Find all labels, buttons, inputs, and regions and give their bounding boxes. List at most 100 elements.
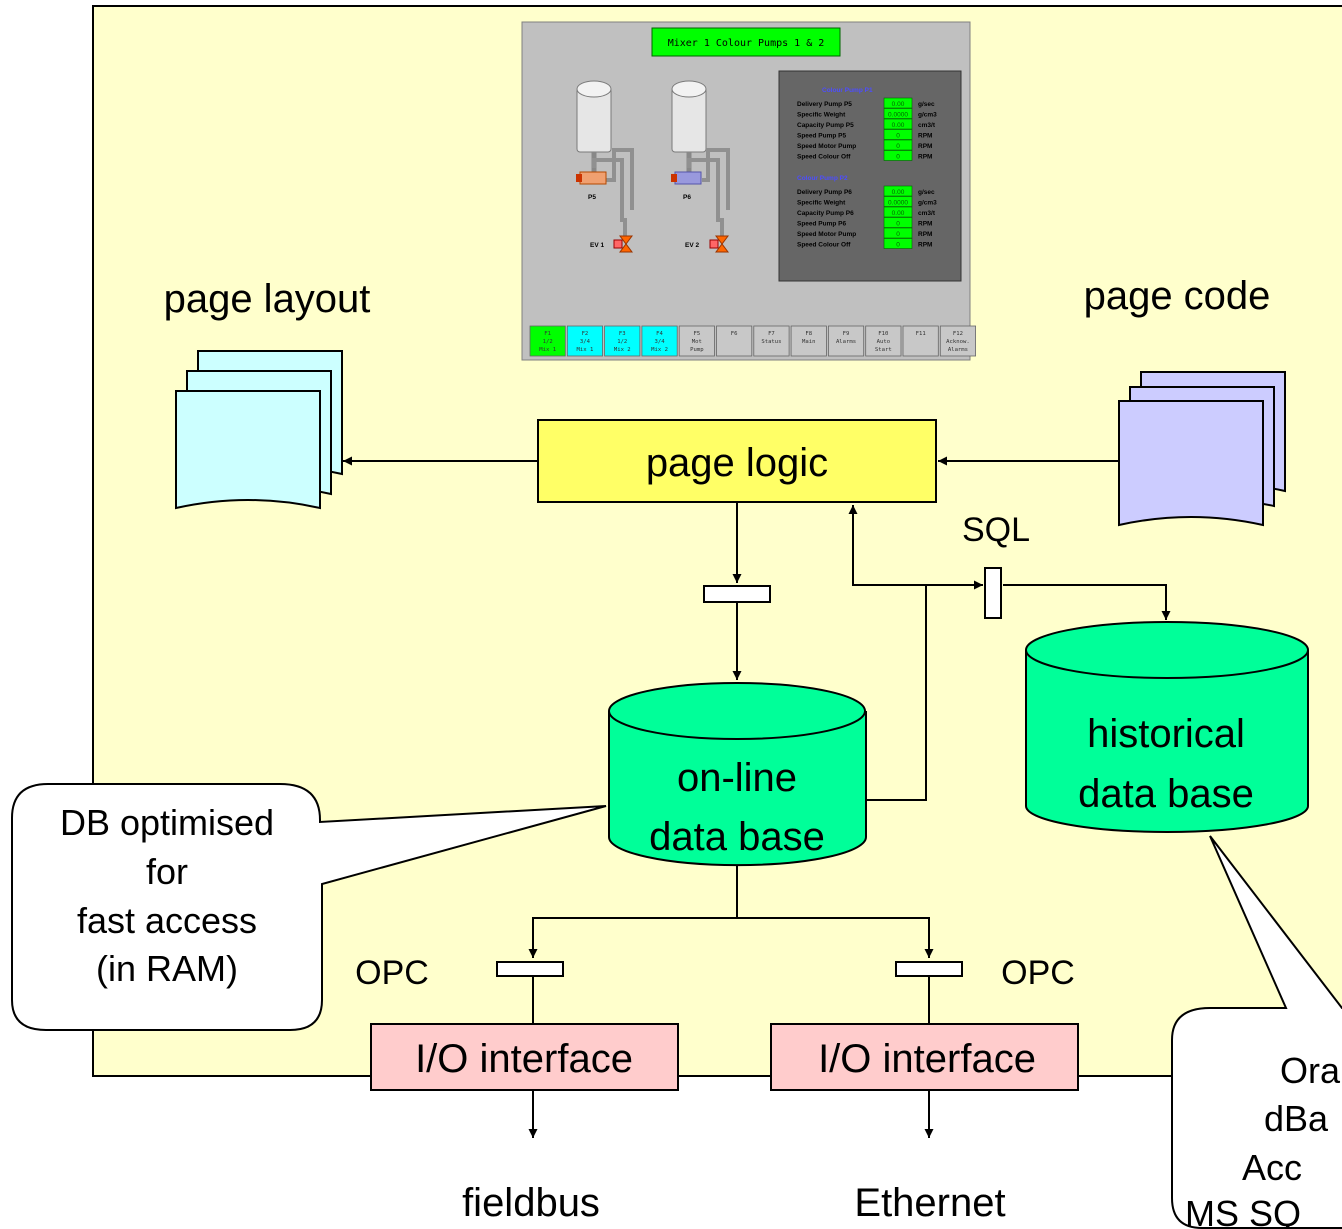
function-key[interactable] <box>865 325 902 357</box>
pump1-row-unit: RPM <box>918 154 932 161</box>
function-key-label: Acknow. <box>946 339 970 345</box>
function-key[interactable] <box>790 325 827 357</box>
callout-hist-line2: dBa <box>1264 1098 1329 1139</box>
function-key[interactable] <box>529 325 566 357</box>
historical-products-callout <box>1171 835 1342 1229</box>
function-key-label: F10 <box>878 331 888 337</box>
function-key-label: Auto <box>877 339 890 345</box>
function-key[interactable] <box>604 325 641 357</box>
function-key-label: Mot <box>692 339 702 345</box>
sql-label: SQL <box>962 511 1030 549</box>
function-key-label: Mix 1 <box>539 347 556 353</box>
pump2-value-field[interactable] <box>883 227 913 239</box>
pump-label-p6: P6 <box>683 194 691 201</box>
pump1-row-unit: g/sec <box>918 101 935 108</box>
pump1-row-label: Speed Colour Off <box>797 154 851 161</box>
pump2-row-unit: RPM <box>918 242 932 249</box>
function-key-label: F7 <box>768 331 775 337</box>
function-key[interactable] <box>641 325 678 357</box>
function-key-label: Pump <box>690 347 704 353</box>
pump1-row-value: 0 <box>896 133 900 140</box>
function-key-label: F9 <box>843 331 850 337</box>
screen-title-box <box>651 27 841 57</box>
pump1-row-value: 0.00 <box>892 101 905 108</box>
sql-connector <box>984 567 1002 619</box>
function-key[interactable] <box>716 325 753 357</box>
db-optimised-callout <box>11 783 607 1031</box>
pump2-value-field[interactable] <box>883 196 913 207</box>
function-key[interactable] <box>753 325 790 357</box>
callout-db-line2: for <box>146 851 188 892</box>
function-key[interactable] <box>678 325 715 357</box>
historical-database <box>1025 621 1309 833</box>
pump1-row-label: Delivery Pump P5 <box>797 101 852 108</box>
function-key-label: F4 <box>656 331 663 337</box>
pump1-row-label: Speed Motor Pump <box>797 143 856 150</box>
opc-label-right: OPC <box>1001 954 1075 992</box>
function-key[interactable] <box>566 325 603 357</box>
online-db-label-line2: data base <box>649 815 825 859</box>
callout-db-line4: (in RAM) <box>96 948 238 989</box>
callout-hist-line3: Acc <box>1242 1147 1302 1188</box>
historical-db-label-line2: data base <box>1078 772 1254 816</box>
pipe-2 <box>687 148 730 238</box>
pump2-value-field[interactable] <box>883 206 913 218</box>
pump2-row-value: 0.00 <box>892 189 905 196</box>
pump2-row-unit: RPM <box>918 231 932 238</box>
pump2-row-label: Capacity Pump P6 <box>797 210 854 217</box>
function-key-label: Start <box>875 347 892 353</box>
pump2-row-unit: g/cm3 <box>918 200 937 207</box>
function-key-label: 3/4 <box>654 339 665 345</box>
function-key-label: F3 <box>619 331 626 337</box>
function-key-label: F2 <box>582 331 589 337</box>
pump1-row-label: Capacity Pump P5 <box>797 122 854 129</box>
pipe-1 <box>592 148 634 238</box>
historical-db-label-line1: historical <box>1087 712 1245 756</box>
function-key-label: F11 <box>916 331 926 337</box>
screen-title: Mixer 1 Colour Pumps 1 & 2 <box>668 38 825 49</box>
pump-label-p5: P5 <box>588 194 596 201</box>
pump1-value-field[interactable] <box>883 150 913 161</box>
online-db-label-line1: on-line <box>677 756 797 800</box>
pump2-row-value: 0.0000 <box>888 200 908 207</box>
pump2-heading: Colour Pump P2 <box>797 175 848 182</box>
pump2-row-value: 0.00 <box>892 210 905 217</box>
pump1-row-unit: g/cm3 <box>918 112 937 119</box>
callout-hist-line4: MS SQ <box>1185 1193 1301 1229</box>
function-key[interactable] <box>902 325 939 357</box>
connectors <box>343 456 1171 1138</box>
function-key[interactable] <box>939 325 976 357</box>
pump1-row-label: Specific Weight <box>797 112 846 119</box>
pump1-value-field[interactable] <box>883 139 913 151</box>
function-key-label: F5 <box>693 331 700 337</box>
page-code-documents <box>1118 371 1286 527</box>
valve-label-ev1: EV 1 <box>590 242 604 249</box>
fieldbus-label: fieldbus <box>462 1181 600 1225</box>
pump2-row-label: Speed Pump P6 <box>797 221 847 228</box>
function-key-label: 1/2 <box>617 339 627 345</box>
pump1-row-value: 0 <box>896 143 900 150</box>
pump1-value-field[interactable] <box>883 97 913 109</box>
pump2-row-label: Delivery Pump P6 <box>797 189 852 196</box>
pump2-value-field[interactable] <box>883 185 913 197</box>
pump1-value-field[interactable] <box>883 108 913 119</box>
pump2-row-label: Specific Weight <box>797 200 846 207</box>
function-key-label: Main <box>802 339 815 345</box>
callout-db-line3: fast access <box>77 900 257 941</box>
pump1-value-field[interactable] <box>883 129 913 140</box>
pump2-value-field[interactable] <box>883 217 913 228</box>
function-key-label: 1/2 <box>543 339 553 345</box>
pump1-value-field[interactable] <box>883 118 913 130</box>
pump1-row-unit: RPM <box>918 133 932 140</box>
pump1-row-unit: RPM <box>918 143 932 150</box>
page-logic-label: page logic <box>646 441 828 485</box>
function-key-label: 3/4 <box>580 339 591 345</box>
function-key[interactable] <box>828 325 865 357</box>
pump2-value-field[interactable] <box>883 238 913 249</box>
ethernet-label: Ethernet <box>854 1181 1005 1225</box>
pump2-row-label: Speed Colour Off <box>797 242 851 249</box>
